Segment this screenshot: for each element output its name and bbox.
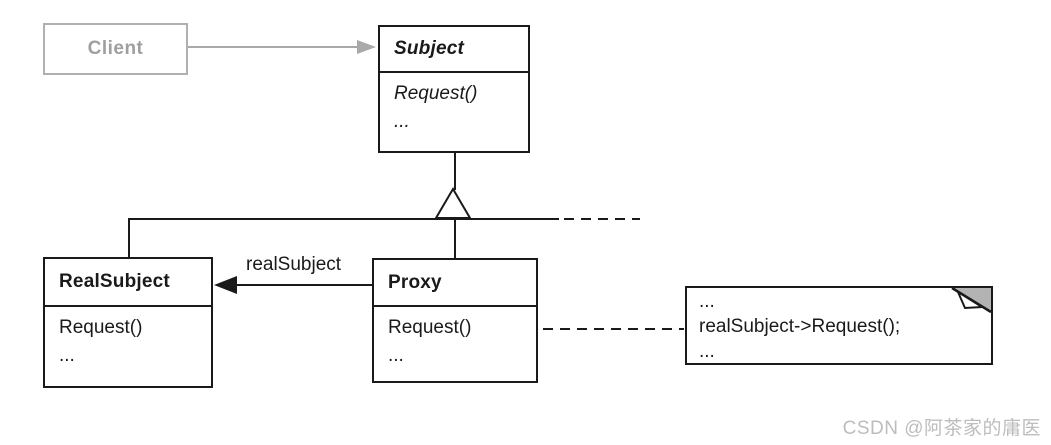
- association-label: realSubject: [246, 254, 342, 275]
- realsubject-method-request: Request(): [59, 317, 143, 338]
- note-fold-corner-icon: [951, 286, 992, 314]
- note-line-1: ...: [699, 291, 715, 312]
- csdn-watermark: CSDN @阿茶家的庸医: [842, 418, 1041, 439]
- realsubject-class: RealSubject Request() ...: [43, 257, 213, 388]
- subject-method-request: Request(): [394, 83, 478, 104]
- proxy-class-name: Proxy: [374, 260, 536, 307]
- proxy-method-ellipsis: ...: [388, 345, 404, 366]
- inheritance-triangle-icon: [434, 187, 472, 219]
- realsubject-method-ellipsis: ...: [59, 345, 75, 366]
- client-subject-arrowhead-icon: [357, 40, 376, 54]
- note-line-3: ...: [699, 341, 715, 362]
- realsubject-class-name: RealSubject: [45, 259, 211, 307]
- client-class: Client: [43, 23, 188, 75]
- note-line-2: realSubject->Request();: [699, 316, 901, 337]
- implementation-note: ... realSubject->Request(); ...: [685, 286, 993, 365]
- proxy-class: Proxy Request() ...: [372, 258, 538, 383]
- proxy-realsubject-arrowhead-icon: [214, 276, 237, 294]
- proxy-method-request: Request(): [388, 317, 472, 338]
- client-class-name: Client: [87, 38, 144, 59]
- subject-class: Subject Request() ...: [378, 25, 530, 153]
- subject-class-name: Subject: [380, 27, 528, 73]
- subject-method-ellipsis: ...: [394, 111, 410, 132]
